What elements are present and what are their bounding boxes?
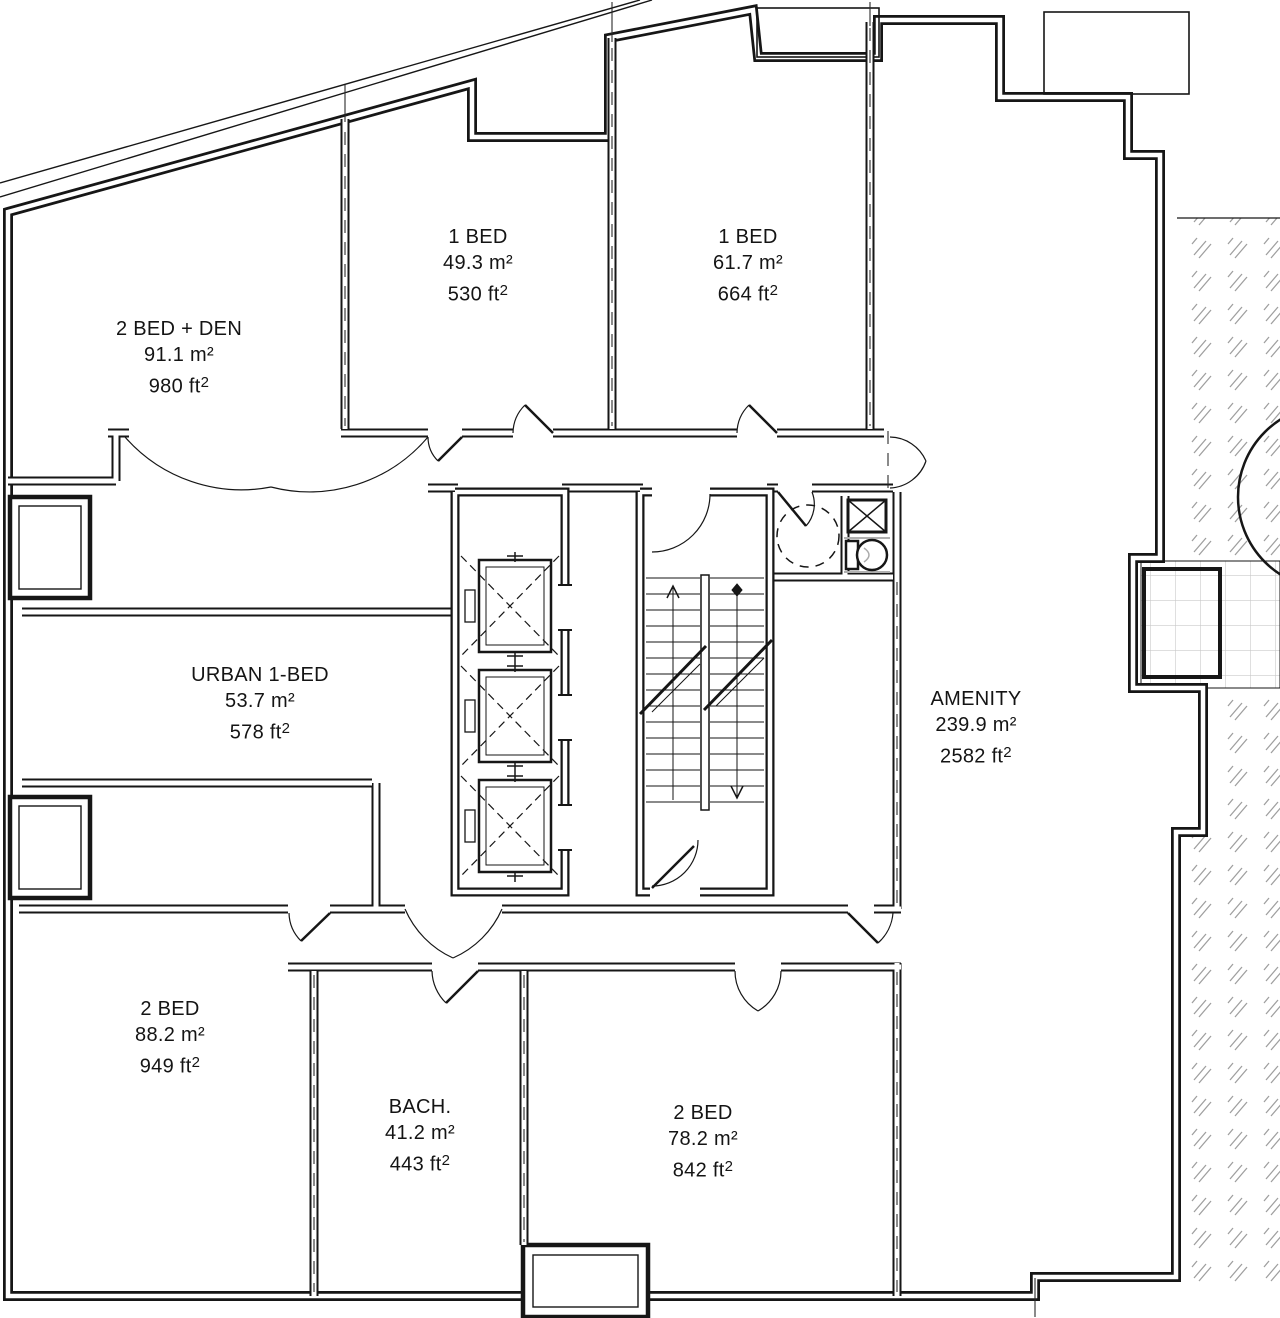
unit-area-ft: 980 ft bbox=[148, 375, 201, 398]
door-2bed-b bbox=[734, 970, 782, 1012]
bay-window-a bbox=[7, 494, 93, 601]
bay-window-b bbox=[7, 794, 93, 901]
unit-area-m2: 78.2 m² bbox=[668, 1128, 738, 1150]
unit-area-m2: 88.2 m² bbox=[135, 1024, 205, 1046]
stairwell bbox=[635, 487, 775, 897]
door-1bed-b bbox=[736, 404, 778, 434]
door-amenity-upper bbox=[889, 436, 927, 489]
balcony-top-right bbox=[1043, 11, 1190, 95]
unit-name: 1 BED bbox=[448, 226, 508, 248]
unit-name: BACH. bbox=[388, 1096, 452, 1118]
toilet-icon bbox=[844, 537, 890, 573]
unit-name: 2 BED bbox=[673, 1102, 733, 1124]
unit-name: 1 BED bbox=[718, 226, 778, 248]
unit-area-m2: 239.9 m² bbox=[935, 714, 1017, 736]
unit-name: 2 BED + DEN bbox=[115, 318, 243, 340]
tile-field bbox=[1141, 561, 1280, 688]
unit-area-m2: 61.7 m² bbox=[713, 252, 783, 274]
washroom-door bbox=[777, 491, 815, 527]
door-bachelor bbox=[431, 970, 479, 1004]
unit-label-2-bed-b: 2 BED 78.2 m² 842 ft2 bbox=[668, 1100, 738, 1184]
building-outline bbox=[3, 4, 1208, 1301]
unit-area-m2: 41.2 m² bbox=[385, 1122, 455, 1144]
ft-superscript: 2 bbox=[441, 1152, 451, 1169]
stair-top-door-swing bbox=[651, 493, 711, 553]
unit-label-1-bed-a: 1 BED 49.3 m² 530 ft2 bbox=[443, 224, 513, 308]
unit-area-m2: 53.7 m² bbox=[225, 690, 295, 712]
wall-centerlines bbox=[313, 2, 1036, 1317]
patio-bold-outline bbox=[1142, 567, 1222, 679]
landscape-hatch bbox=[1177, 217, 1280, 1285]
corridor-double-door-left-leaf bbox=[124, 436, 272, 491]
elevator-door-jambs bbox=[558, 584, 572, 851]
unit-area-ft: 949 ft bbox=[139, 1055, 192, 1078]
unit-name: AMENITY bbox=[930, 688, 1022, 710]
tile-border bbox=[1140, 560, 1280, 689]
unit-label-amenity: AMENITY 239.9 m² 2582 ft2 bbox=[931, 686, 1022, 770]
unit-area-ft: 578 ft bbox=[229, 721, 282, 744]
door-2bed-a bbox=[288, 912, 331, 942]
ft-superscript: 2 bbox=[769, 282, 779, 299]
vent-shaft-icon bbox=[846, 498, 888, 534]
balcony-top-middle bbox=[756, 7, 880, 58]
stair-break-lines bbox=[638, 638, 774, 716]
door-swings bbox=[124, 404, 927, 1012]
ft-superscript: 2 bbox=[281, 720, 291, 737]
elevator-cab-2 bbox=[460, 662, 560, 772]
ft-superscript: 2 bbox=[1003, 744, 1012, 761]
unit-area-ft: 530 ft bbox=[447, 283, 500, 306]
unit-area-ft: 664 ft bbox=[717, 283, 770, 306]
unit-label-urban-1-bed: URBAN 1-BED 53.7 m² 578 ft2 bbox=[191, 662, 329, 746]
property-line bbox=[0, 0, 653, 198]
unit-label-2-bed-a: 2 BED 88.2 m² 949 ft2 bbox=[135, 996, 205, 1080]
ft-superscript: 2 bbox=[499, 282, 509, 299]
balconies bbox=[756, 7, 1190, 95]
unit-area-m2: 49.3 m² bbox=[443, 252, 513, 274]
stair-bottom-door bbox=[651, 839, 699, 889]
bottom-vestibule bbox=[520, 1242, 651, 1318]
unit-name: 2 BED bbox=[140, 998, 200, 1020]
accessible-turning-circle bbox=[776, 504, 840, 568]
elevator-cab-3 bbox=[460, 772, 560, 882]
door-1bed-a bbox=[512, 404, 554, 434]
ft-superscript: 2 bbox=[200, 374, 210, 391]
unit-label-1-bed-b: 1 BED 61.7 m² 664 ft2 bbox=[713, 224, 783, 308]
door-amenity-lower bbox=[847, 912, 894, 944]
stair-center-wall bbox=[700, 574, 710, 811]
double-door-lower-corridor bbox=[404, 908, 503, 959]
hatch-area-mid bbox=[1222, 690, 1280, 832]
unit-label-2-bed-den: 2 BED + DEN 91.1 m² 980 ft2 bbox=[116, 316, 242, 400]
unit-label-bachelor: BACH. 41.2 m² 443 ft2 bbox=[385, 1094, 455, 1178]
stair-direction-arrows bbox=[666, 583, 744, 800]
elevator-cab-1 bbox=[460, 552, 560, 662]
unit-area-m2: 91.1 m² bbox=[144, 344, 214, 366]
unit-area-ft: 842 ft bbox=[672, 1159, 725, 1182]
ft-superscript: 2 bbox=[724, 1158, 734, 1175]
ft-superscript: 2 bbox=[191, 1054, 201, 1071]
elevator-core bbox=[450, 487, 572, 897]
hatch-area-bottom bbox=[1189, 832, 1280, 1285]
unit-area-ft: 443 ft bbox=[389, 1153, 442, 1176]
corridor-double-door-right-leaf bbox=[270, 436, 429, 493]
washroom bbox=[776, 491, 890, 573]
tree-circle bbox=[1236, 418, 1280, 576]
door-2bed-den bbox=[427, 436, 463, 462]
unit-area-ft: 2582 ft bbox=[940, 745, 1004, 768]
unit-name: URBAN 1-BED bbox=[191, 664, 329, 686]
patio-tile-area bbox=[1140, 560, 1280, 689]
hatch-area-top bbox=[1190, 218, 1280, 560]
